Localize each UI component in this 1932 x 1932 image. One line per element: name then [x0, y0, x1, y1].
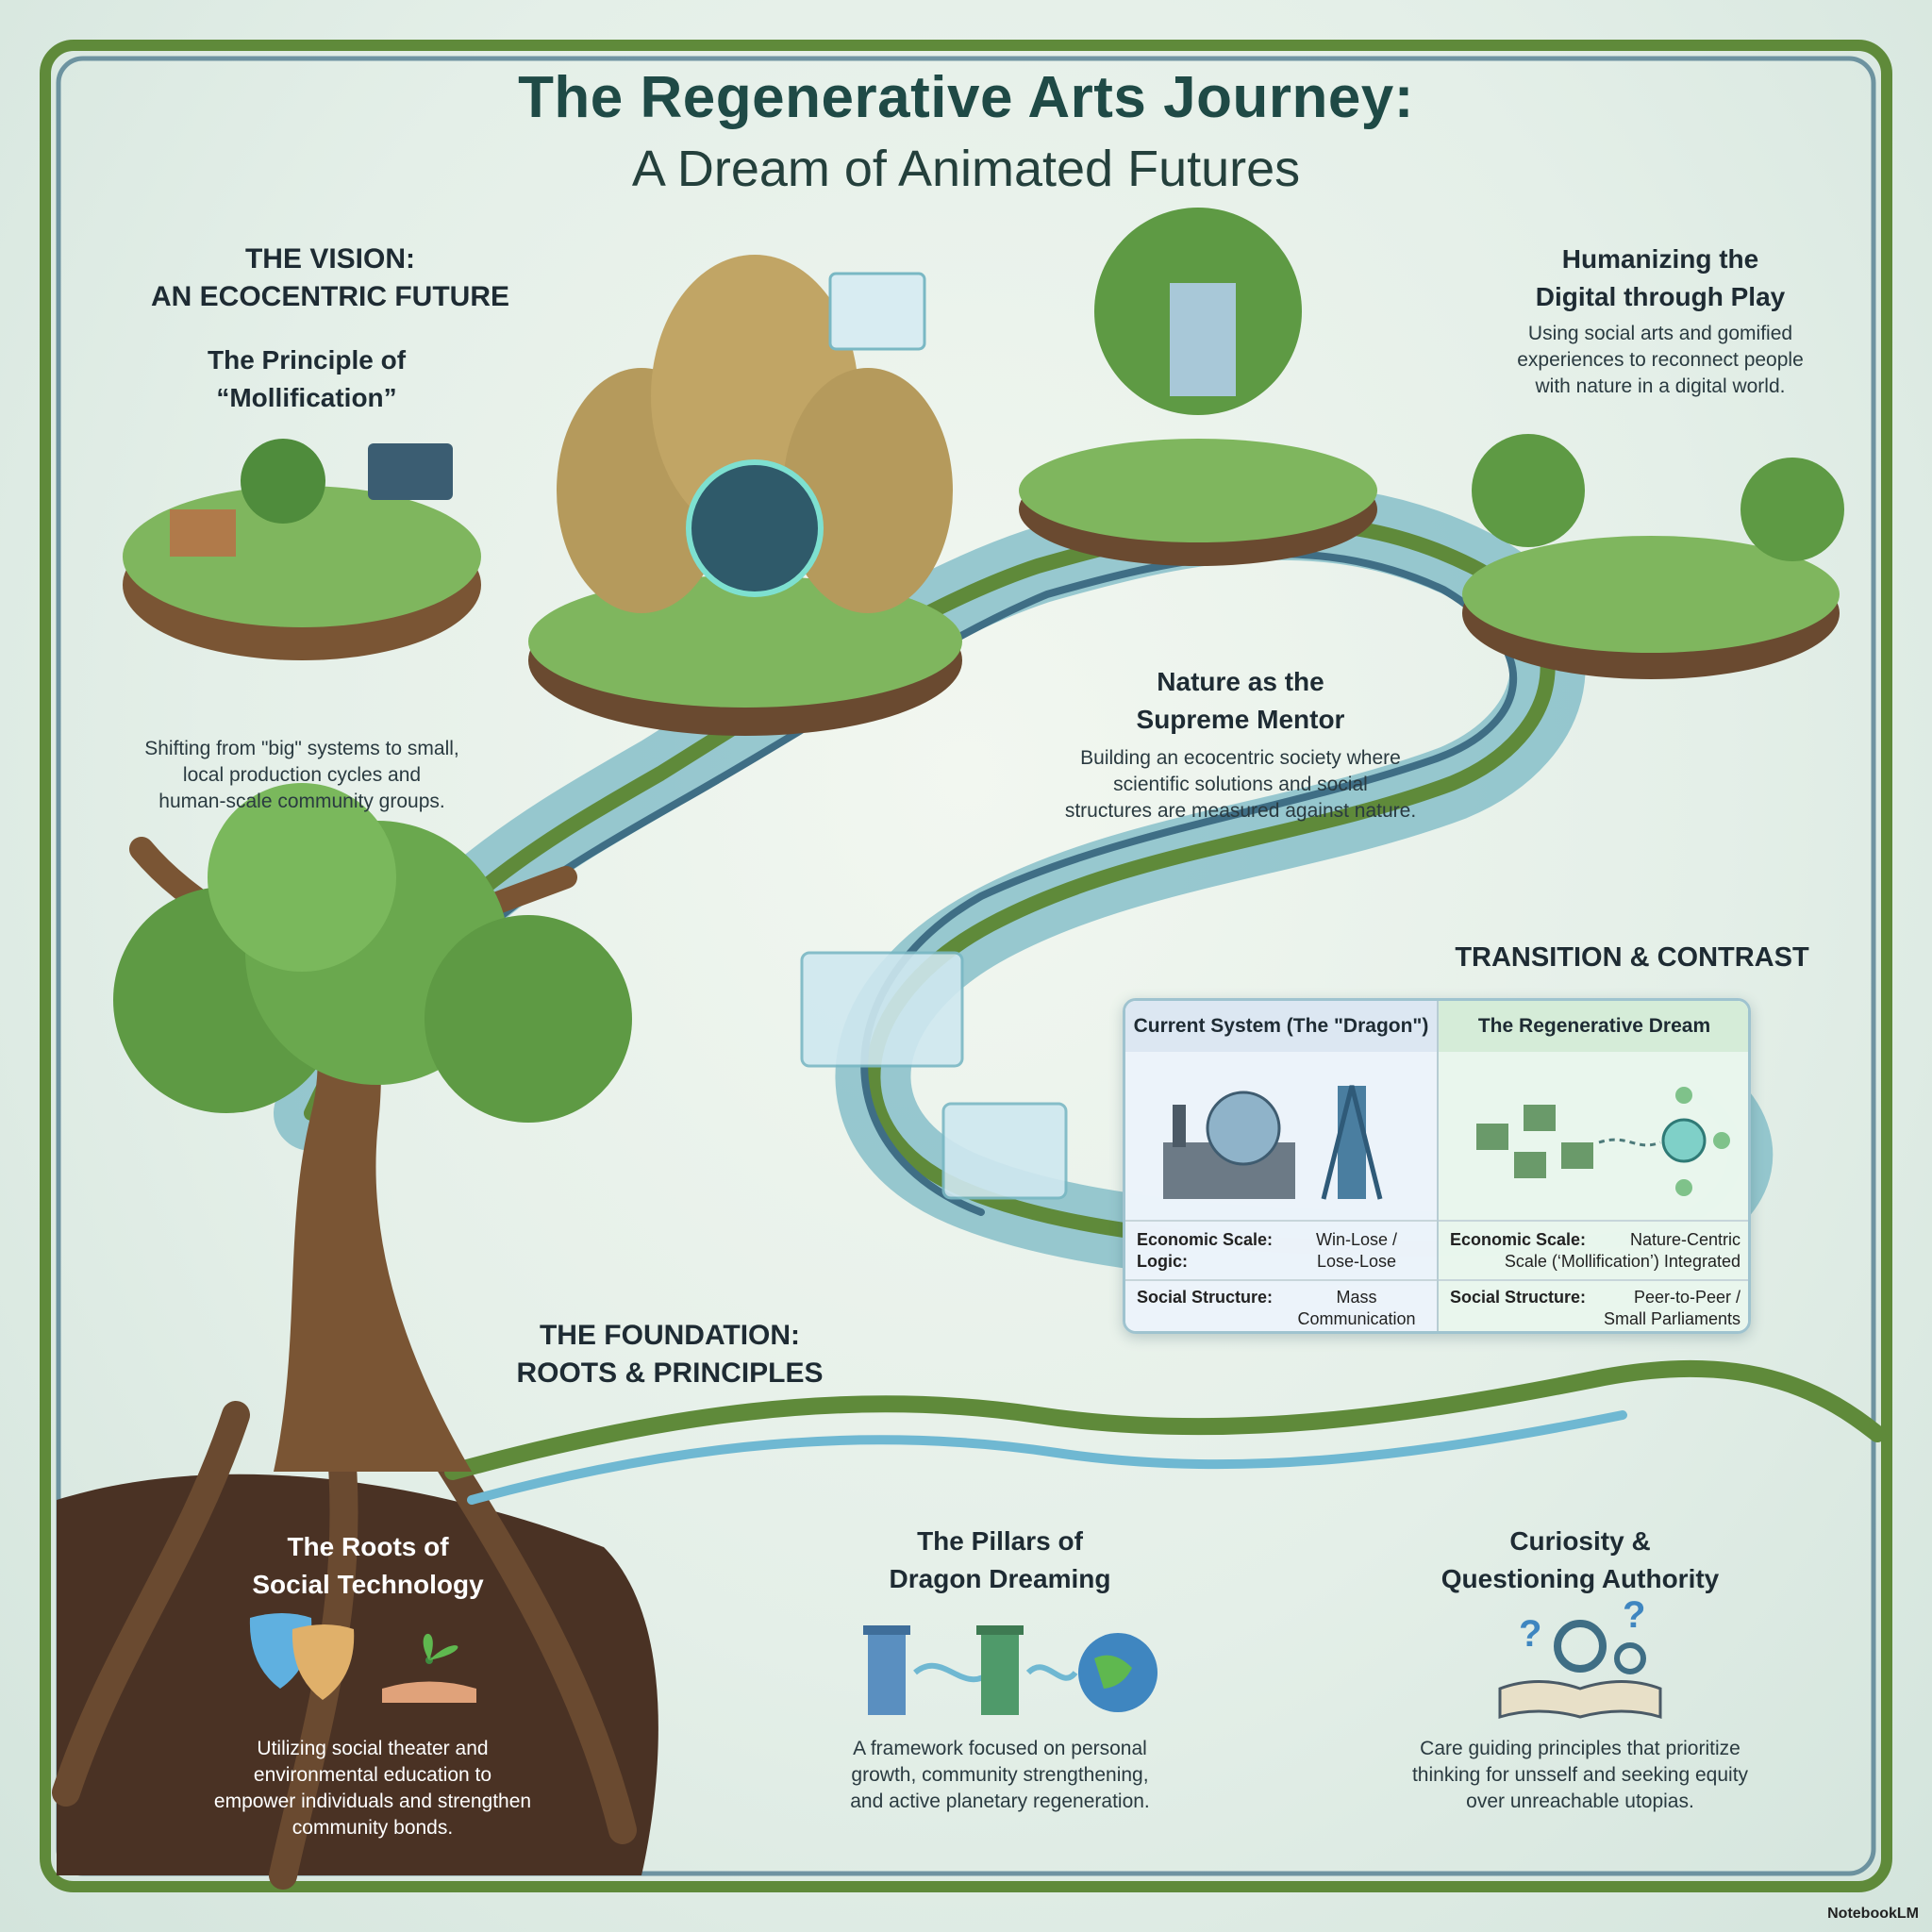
pillars-globe-icon	[863, 1625, 1158, 1715]
comparison-table: Current System (The "Dragon") Economic S…	[1123, 998, 1751, 1334]
community-screen	[368, 443, 453, 500]
play-tree-2	[1740, 458, 1844, 561]
curiosity-heading: Curiosity & Questioning Authority	[1441, 1526, 1720, 1593]
main-title: The Regenerative Arts Journey:	[518, 65, 1414, 130]
gear-icon	[1554, 1620, 1607, 1673]
row1-value-b: Lose-Lose	[1316, 1252, 1397, 1271]
regenerative-dream-column: The Regenerative Dream Economic Scale: N…	[1437, 1001, 1748, 1331]
row1-value-a: Win-Lose /	[1315, 1230, 1398, 1249]
pillar-icon-2	[981, 1630, 1019, 1715]
right-row2-value-a: Peer-to-Peer /	[1633, 1288, 1740, 1307]
vine-strand-2	[317, 550, 1518, 1216]
roots-body: Utilizing social theater and environment…	[213, 1738, 532, 1839]
regenerative-dream-header: The Regenerative Dream	[1439, 1001, 1748, 1052]
pod-dwelling-3	[783, 368, 953, 613]
pillars-body: A framework focused on personal growth, …	[850, 1738, 1150, 1812]
svg-text:?: ?	[1623, 1594, 1645, 1636]
mollification-heading: The Principle of “Mollification”	[207, 345, 407, 412]
lower-vine-blue	[467, 1410, 1627, 1505]
main-subtitle: A Dream of Animated Futures	[631, 141, 1301, 197]
mentor-body: Building an ecocentric society where sci…	[1064, 747, 1417, 822]
open-book-gears-icon: ? ?	[1498, 1594, 1662, 1720]
city-island-top	[1019, 439, 1377, 542]
right-row1-value-b: Scale (‘Mollification’) Integrated	[1504, 1252, 1740, 1271]
roots-heading: The Roots of Social Technology	[252, 1532, 484, 1599]
city-towers	[1170, 283, 1236, 396]
tree-canopy-3	[425, 915, 632, 1123]
play-tree-1	[1472, 434, 1585, 547]
right-row2-value-b: Small Parliaments	[1603, 1309, 1740, 1328]
network-nodes-icon	[1476, 1087, 1730, 1196]
vine-frame-inner	[56, 56, 1876, 1876]
island-tree	[241, 439, 325, 524]
farmhouse	[170, 509, 236, 557]
row1-label-b: Logic:	[1137, 1252, 1188, 1271]
right-row2-label: Social Structure:	[1450, 1288, 1587, 1307]
play-island-top	[1462, 536, 1840, 653]
pod-core	[686, 459, 824, 597]
lower-vine	[444, 1359, 1886, 1480]
question-mark-icon: ?	[1519, 1613, 1541, 1655]
pillar-icon	[868, 1630, 906, 1715]
pillars-heading: The Pillars of Dragon Dreaming	[889, 1526, 1111, 1593]
vine-frame	[40, 40, 1892, 1892]
humanizing-heading: Humanizing the Digital through Play	[1535, 244, 1786, 311]
current-system-column: Current System (The "Dragon") Economic S…	[1125, 1001, 1437, 1331]
tree-canopy-4	[208, 783, 396, 972]
notebooklm-badge: NotebookLM	[1827, 1906, 1919, 1922]
humanizing-body: Using social arts and gomified experienc…	[1517, 323, 1804, 397]
chart-screen-1	[800, 951, 964, 1068]
theater-masks-icon	[249, 1613, 476, 1703]
factory-icon	[1163, 1085, 1383, 1200]
row1-label-a: Economic Scale:	[1137, 1230, 1274, 1249]
chart-screen-2	[941, 1102, 1068, 1200]
foundation-heading: THE FOUNDATION: ROOTS & PRINCIPLES	[516, 1320, 824, 1389]
mentor-heading: Nature as the Supreme Mentor	[1136, 667, 1345, 734]
curiosity-body: Care guiding principles that prioritize …	[1411, 1738, 1749, 1812]
mollification-body: Shifting from "big" systems to small, lo…	[144, 738, 459, 812]
row2-label: Social Structure:	[1137, 1288, 1274, 1307]
row2-value-b: Communication	[1297, 1309, 1416, 1328]
current-system-header: Current System (The "Dragon")	[1125, 1001, 1437, 1052]
dashboard-screen-top	[828, 272, 926, 351]
right-row1-value-a: Nature-Centric	[1629, 1230, 1740, 1249]
vision-heading: THE VISION: AN ECOCENTRIC FUTURE	[151, 243, 509, 312]
right-row1-label: Economic Scale:	[1450, 1230, 1587, 1249]
row2-value-a: Mass	[1336, 1288, 1377, 1307]
transition-heading: TRANSITION & CONTRAST	[1455, 942, 1809, 973]
